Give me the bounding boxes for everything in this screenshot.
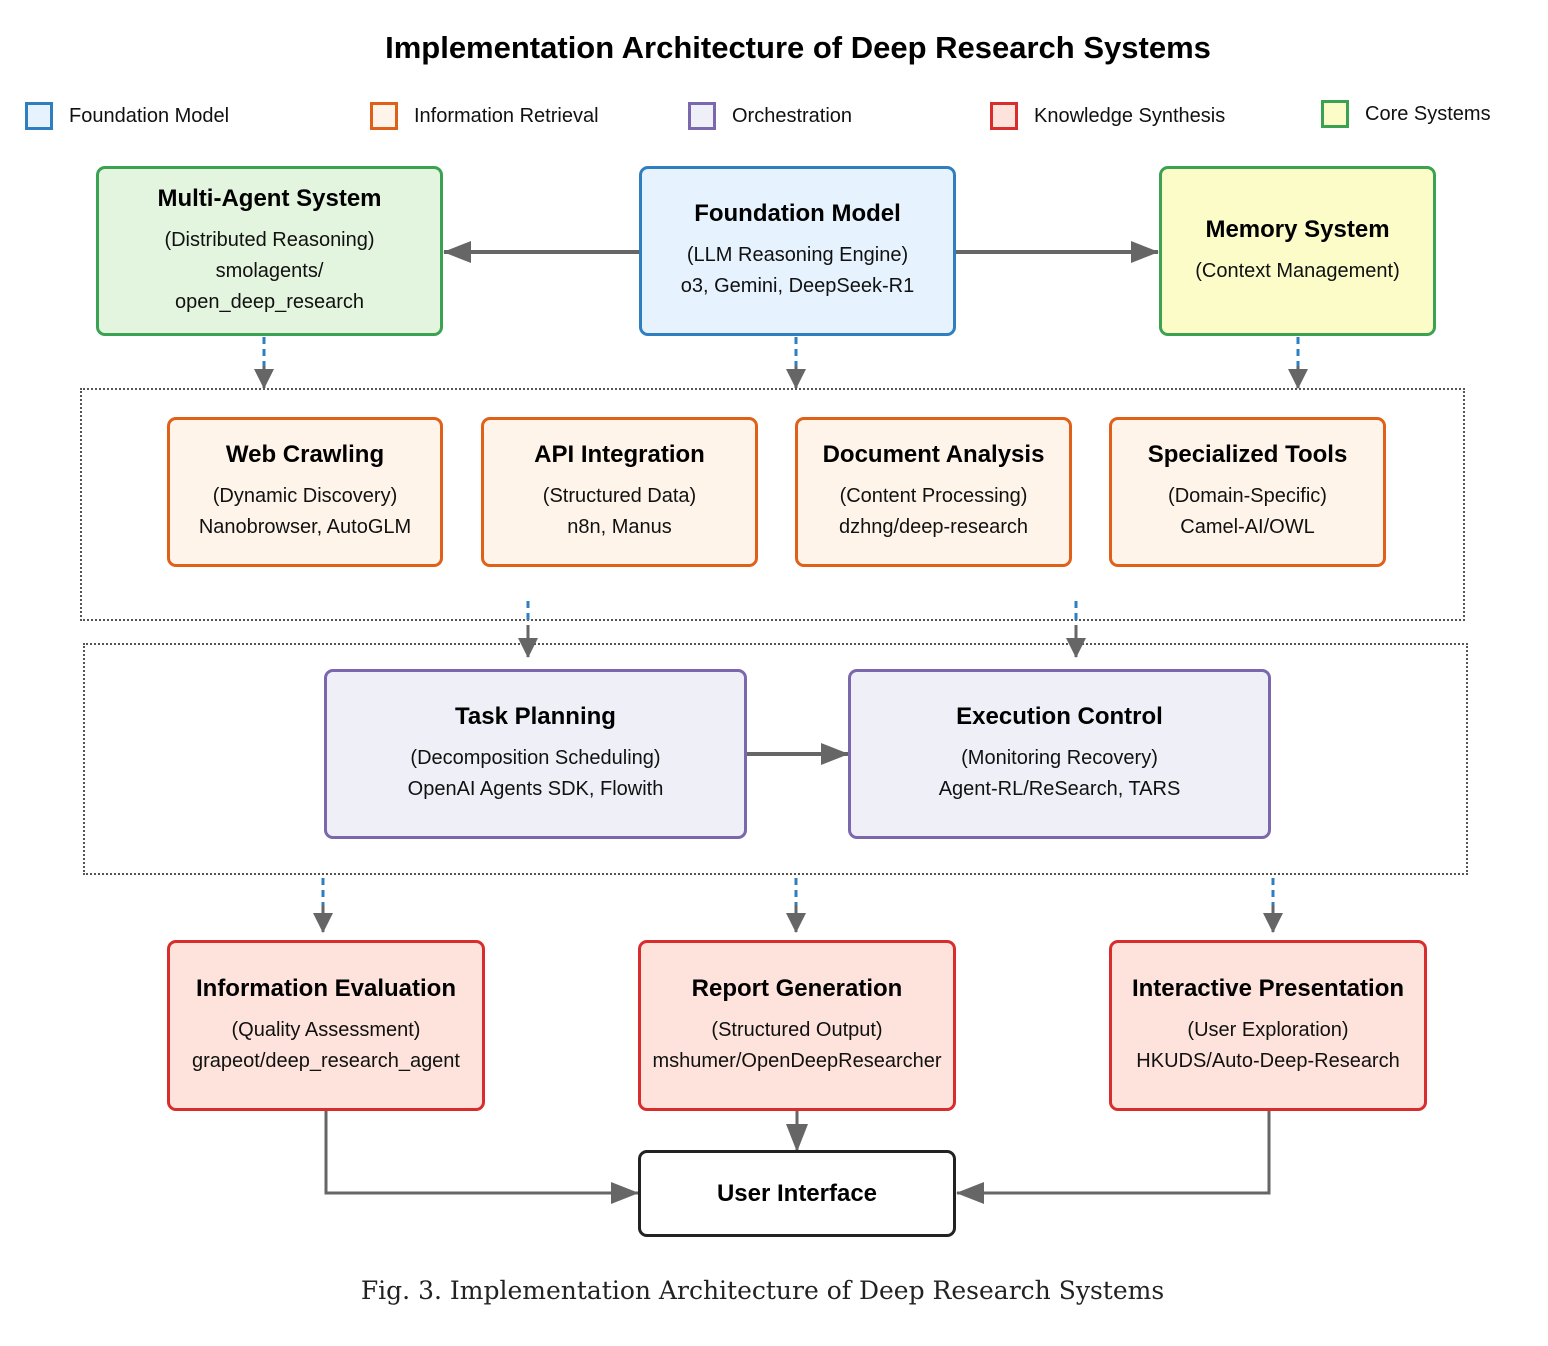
task-planning-node: Task Planning (Decomposition Scheduling)… (324, 669, 747, 839)
node-subtitle: (Distributed Reasoning) (164, 228, 375, 251)
legend-item-information-retrieval: Information Retrieval (370, 102, 599, 130)
node-example: HKUDS/Auto-Deep-Research (1136, 1049, 1400, 1072)
node-subtitle: (User Exploration) (1187, 1018, 1349, 1041)
node-title: Report Generation (691, 974, 903, 1002)
node-title: Foundation Model (694, 200, 901, 227)
web-crawling-node: Web Crawling (Dynamic Discovery) Nanobro… (167, 417, 443, 567)
node-example: Camel-AI/OWL (1180, 516, 1315, 538)
node-example: o3, Gemini, DeepSeek-R1 (680, 275, 915, 297)
node-subtitle: (Decomposition Scheduling) (410, 747, 661, 769)
legend-item-core-systems: Core Systems (1321, 100, 1491, 128)
node-title: Information Evaluation (195, 974, 456, 1002)
legend-swatch (1321, 100, 1349, 128)
dashed-top-to-ir (254, 337, 1308, 389)
information-retrieval-group (80, 388, 1465, 621)
arrow-presentation-to-ui (956, 1111, 1271, 1204)
legend-label: Core Systems (1365, 102, 1491, 125)
node-title: Specialized Tools (1147, 441, 1348, 468)
node-title: API Integration (534, 441, 705, 468)
node-example: open_deep_research (174, 290, 365, 313)
node-example: OpenAI Agents SDK, Flowith (407, 778, 664, 800)
multi-agent-system-node: Multi-Agent System (Distributed Reasonin… (96, 166, 443, 336)
node-title: Memory System (1205, 215, 1390, 243)
node-title: Execution Control (956, 703, 1163, 730)
execution-control-node: Execution Control (Monitoring Recovery) … (848, 669, 1271, 839)
legend-label: Knowledge Synthesis (1034, 104, 1226, 127)
diagram-title: Implementation Architecture of Deep Rese… (385, 30, 1211, 65)
legend-swatch (990, 102, 1018, 130)
node-example: n8n, Manus (567, 516, 672, 538)
specialized-tools-node: Specialized Tools (Domain-Specific) Came… (1109, 417, 1386, 567)
legend-label: Orchestration (732, 104, 853, 127)
node-subtitle: (Quality Assessment) (231, 1018, 421, 1041)
node-subtitle: (Content Processing) (839, 485, 1028, 507)
legend-label: Foundation Model (69, 104, 230, 127)
orchestration-group (83, 643, 1468, 875)
node-example: dzhng/deep-research (838, 516, 1028, 538)
node-subtitle: (Domain-Specific) (1168, 485, 1327, 507)
legend-swatch (688, 102, 716, 130)
legend-item-knowledge-synthesis: Knowledge Synthesis (990, 102, 1225, 130)
interactive-presentation-node: Interactive Presentation (User Explorati… (1109, 940, 1427, 1111)
report-generation-node: Report Generation (Structured Output) ms… (638, 940, 956, 1111)
legend-swatch (25, 102, 53, 130)
information-evaluation-node: Information Evaluation (Quality Assessme… (167, 940, 485, 1111)
node-example: Nanobrowser, AutoGLM (198, 516, 412, 538)
node-subtitle: (Context Management) (1195, 259, 1400, 282)
node-example: mshumer/OpenDeepResearcher (652, 1049, 942, 1072)
foundation-model-node: Foundation Model (LLM Reasoning Engine) … (639, 166, 956, 336)
legend-item-foundation-model: Foundation Model (25, 102, 229, 130)
node-example: Agent-RL/ReSearch, TARS (938, 778, 1181, 800)
dashed-ir-to-orchestration (518, 601, 1086, 658)
node-subtitle: (Structured Data) (542, 485, 697, 507)
node-subtitle: (Structured Output) (711, 1018, 883, 1041)
node-subtitle: (Dynamic Discovery) (212, 485, 398, 507)
figure-caption: Fig. 3. Implementation Architecture of D… (360, 1276, 1165, 1305)
node-example: grapeot/deep_research_agent (192, 1049, 460, 1072)
node-title: Web Crawling (225, 441, 385, 468)
node-subtitle: (LLM Reasoning Engine) (686, 244, 909, 266)
node-title: Task Planning (455, 703, 616, 730)
document-analysis-node: Document Analysis (Content Processing) d… (795, 417, 1072, 567)
node-example: smolagents/ (215, 259, 324, 282)
legend-label: Information Retrieval (414, 104, 599, 127)
node-title: Multi-Agent System (157, 184, 382, 212)
node-title: Document Analysis (822, 441, 1045, 468)
memory-system-node: Memory System (Context Management) (1159, 166, 1436, 336)
dashed-orchestration-to-ks (313, 878, 1283, 933)
api-integration-node: API Integration (Structured Data) n8n, M… (481, 417, 758, 567)
arrow-evaluation-to-ui (324, 1111, 639, 1204)
legend-item-orchestration: Orchestration (688, 102, 852, 130)
node-subtitle: (Monitoring Recovery) (961, 747, 1158, 769)
legend-swatch (370, 102, 398, 130)
user-interface-node: User Interface (638, 1150, 956, 1237)
node-title: Interactive Presentation (1131, 974, 1405, 1002)
node-title: User Interface (716, 1179, 878, 1207)
